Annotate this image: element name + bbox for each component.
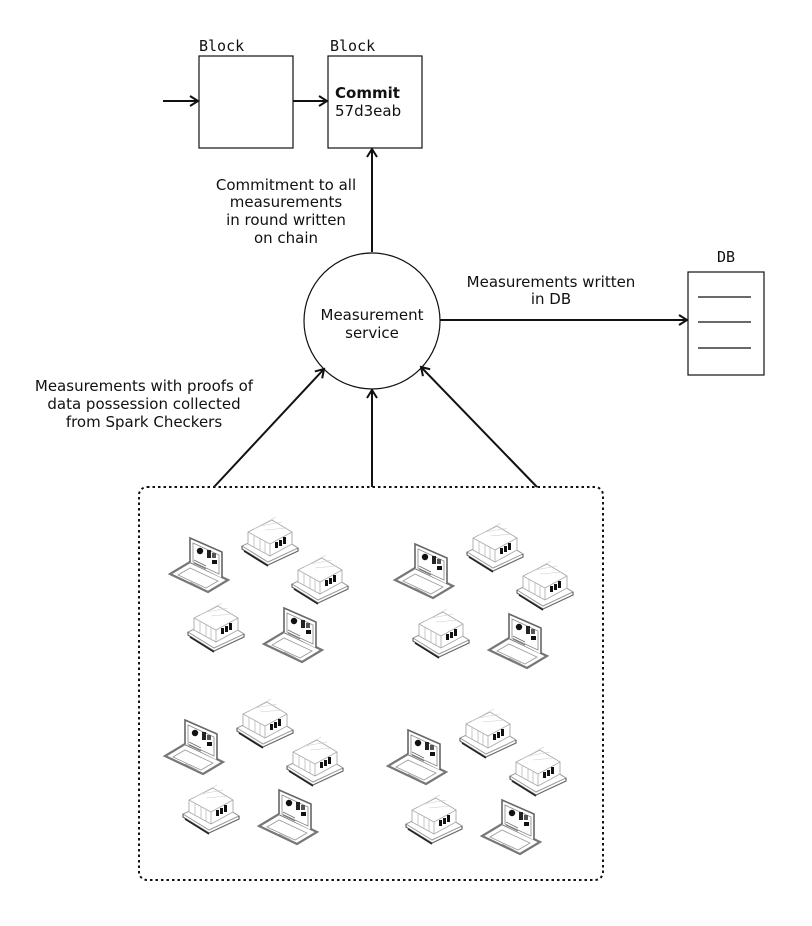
svg-text:Commitment to all: Commitment to all xyxy=(216,176,356,194)
cluster-top-left xyxy=(168,516,349,664)
db-label: DB xyxy=(717,248,735,266)
server-icon xyxy=(236,698,294,749)
block-1: Block xyxy=(198,37,294,149)
block-2: Block Commit 57d3eab xyxy=(327,37,423,149)
server-icon xyxy=(291,554,349,605)
svg-text:measurements: measurements xyxy=(230,193,343,211)
block-1-box xyxy=(198,55,294,149)
laptop-icon xyxy=(480,798,542,856)
cluster-top-right xyxy=(393,522,574,670)
laptop-icon xyxy=(487,612,549,670)
server-icon xyxy=(459,708,517,759)
cluster-bottom-left xyxy=(163,698,344,846)
laptop-icon xyxy=(163,718,225,776)
database: DB xyxy=(687,248,765,376)
cluster-bottom-right xyxy=(386,708,567,856)
laptop-icon xyxy=(168,536,230,594)
db-arrow-label: Measurements written in DB xyxy=(467,273,636,308)
block-1-label: Block xyxy=(199,37,244,55)
commitment-label: Commitment to all measurements in round … xyxy=(216,176,356,247)
svg-text:data possession collected: data possession collected xyxy=(47,395,240,413)
service-label-line-2: service xyxy=(345,324,399,342)
checkers-label: Measurements with proofs of data possess… xyxy=(35,377,254,431)
block-2-box xyxy=(327,55,423,149)
commit-title: Commit xyxy=(335,84,400,102)
svg-text:on chain: on chain xyxy=(254,229,318,247)
measurement-service: Measurement service xyxy=(303,252,441,390)
server-icon xyxy=(241,516,299,567)
server-icon xyxy=(412,608,470,659)
laptop-icon xyxy=(257,788,319,846)
block-2-label: Block xyxy=(330,37,375,55)
service-label-line-1: Measurement xyxy=(321,306,424,324)
spark-checkers-devices xyxy=(163,516,574,856)
server-icon xyxy=(516,560,574,611)
laptop-icon xyxy=(262,606,324,664)
spark-checkers-container xyxy=(138,486,604,881)
svg-text:in round written: in round written xyxy=(226,211,346,229)
db-icon xyxy=(687,271,765,376)
svg-text:Measurements written: Measurements written xyxy=(467,273,636,291)
server-icon xyxy=(405,794,463,845)
server-icon xyxy=(187,602,245,653)
server-icon xyxy=(466,522,524,573)
server-icon xyxy=(509,746,567,797)
svg-text:Measurements with proofs of: Measurements with proofs of xyxy=(35,377,254,395)
svg-text:from Spark Checkers: from Spark Checkers xyxy=(66,413,223,431)
checkers-arrow-right xyxy=(419,365,538,488)
laptop-icon xyxy=(393,542,455,600)
commit-hash: 57d3eab xyxy=(335,102,401,120)
server-icon xyxy=(286,736,344,787)
server-icon xyxy=(182,784,240,835)
svg-text:in DB: in DB xyxy=(531,290,571,308)
laptop-icon xyxy=(386,728,448,786)
checkers-arrow-left xyxy=(213,367,326,488)
